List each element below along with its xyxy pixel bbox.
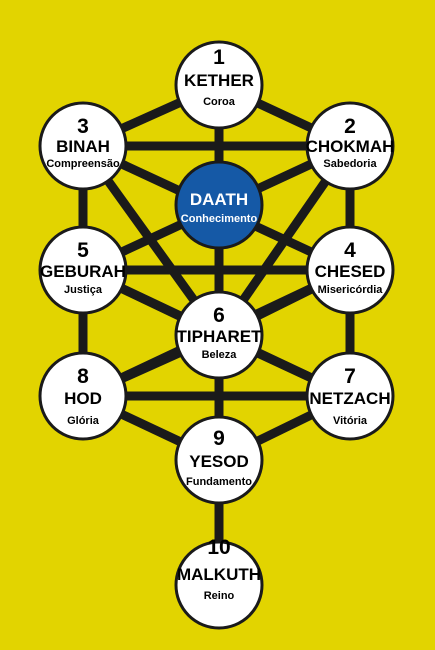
binah-name: BINAH (56, 137, 110, 156)
kether-number: 1 (213, 46, 225, 69)
malkuth-number: 10 (207, 536, 230, 559)
hod-name: HOD (64, 389, 102, 408)
chokmah-name: CHOKMAH (306, 137, 395, 156)
binah-number: 3 (77, 115, 89, 138)
sephirah-netzach: 7 NETZACH Vitória (305, 351, 395, 441)
hod-number: 8 (77, 365, 89, 388)
sephirah-geburah: 5 GEBURAH Justiça (38, 225, 128, 315)
sephirah-daath: DAATH Conhecimento (174, 160, 264, 250)
yesod-number: 9 (213, 427, 225, 450)
chesed-name: CHESED (315, 262, 386, 281)
netzach-meaning: Vitória (333, 415, 368, 427)
geburah-name: GEBURAH (40, 262, 126, 281)
tiphareth-number: 6 (213, 304, 225, 327)
chokmah-number: 2 (344, 115, 356, 138)
binah-meaning: Compreensão (46, 158, 120, 170)
netzach-number: 7 (344, 365, 356, 388)
tiphareth-name: TIPHARET (177, 327, 263, 346)
kether-name: KETHER (184, 71, 254, 90)
yesod-meaning: Fundamento (186, 476, 252, 488)
sephirah-kether: 1 KETHER Coroa (174, 40, 264, 130)
daath-name: DAATH (190, 190, 248, 209)
geburah-number: 5 (77, 239, 89, 262)
sephirah-tiphareth: 6 TIPHARET Beleza (174, 290, 264, 380)
kether-meaning: Coroa (203, 96, 236, 108)
sephirah-hod: 8 HOD Glória (38, 351, 128, 441)
netzach-name: NETZACH (309, 389, 390, 408)
chesed-number: 4 (344, 239, 356, 262)
sephirah-malkuth: 10 MALKUTH Reino (174, 536, 264, 630)
daath-meaning: Conhecimento (181, 213, 258, 225)
geburah-meaning: Justiça (64, 284, 103, 296)
sephirah-chokmah: 2 CHOKMAH Sabedoria (305, 101, 395, 191)
sephirah-binah: 3 BINAH Compreensão (38, 101, 128, 191)
tiphareth-meaning: Beleza (202, 349, 238, 361)
hod-meaning: Glória (67, 415, 100, 427)
chokmah-meaning: Sabedoria (323, 158, 377, 170)
chesed-meaning: Misericórdia (318, 284, 384, 296)
sephirah-chesed: 4 CHESED Misericórdia (305, 225, 395, 315)
malkuth-name: MALKUTH (177, 565, 261, 584)
malkuth-meaning: Reino (204, 590, 235, 602)
sephirah-yesod: 9 YESOD Fundamento (174, 415, 264, 505)
yesod-name: YESOD (189, 452, 249, 471)
